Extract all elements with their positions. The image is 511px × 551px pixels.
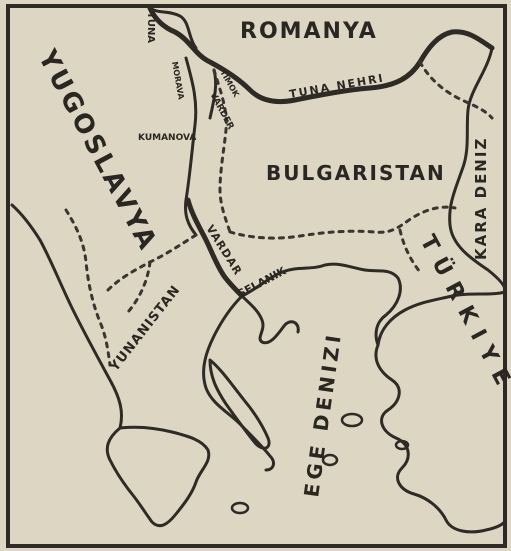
greek-west-coast [38,238,124,430]
label-turkiye: TÜRKIYE [415,231,511,399]
label-timok: TIMOK [218,69,241,100]
tuna-upper-branch [148,6,198,50]
label-kara-deniz: KARA DENIZ [472,137,490,260]
adriatic-coast [10,203,42,242]
label-morava: MORAVA [170,61,186,101]
tuna-river [147,5,495,105]
map-border [6,4,507,548]
island-1 [340,412,364,428]
island-4 [230,501,250,515]
label-tuna: TUNA [145,12,156,43]
label-yunanistan: YUNANISTAN [107,283,184,376]
label-yugoslavya: YUGOSLAVYA [31,44,163,256]
aegean-north-coast [240,262,402,347]
anatolia-west-coast [374,343,507,534]
label-ege-denizi: EGE DENIZI [299,330,346,499]
island-3 [394,439,410,451]
greek-east-coast [202,294,275,472]
label-kumanova: KUMANOVA [138,133,196,143]
yugoslavia-inner-border [126,260,152,314]
morava-river [184,56,198,237]
vardar-river [185,197,245,299]
label-bulgaristan: BULGARISTAN [266,161,446,185]
label-romanya: ROMANYA [240,19,378,44]
peloponnese-coast [105,425,211,528]
bulgaria-turkey-border [398,228,422,274]
albania-border [64,208,112,367]
chalkidiki-coast [240,294,300,345]
island-2 [321,453,339,467]
label-tuna-nehri: TUNA NEHRI [288,71,385,101]
yugoslavia-bulgaria-border [212,68,232,234]
euboea-island [208,358,271,450]
bulgaria-greece-border [228,205,457,240]
marmara-coast [376,290,507,347]
romania-bulgaria-inner [418,60,494,120]
black-sea-coast [448,46,507,292]
